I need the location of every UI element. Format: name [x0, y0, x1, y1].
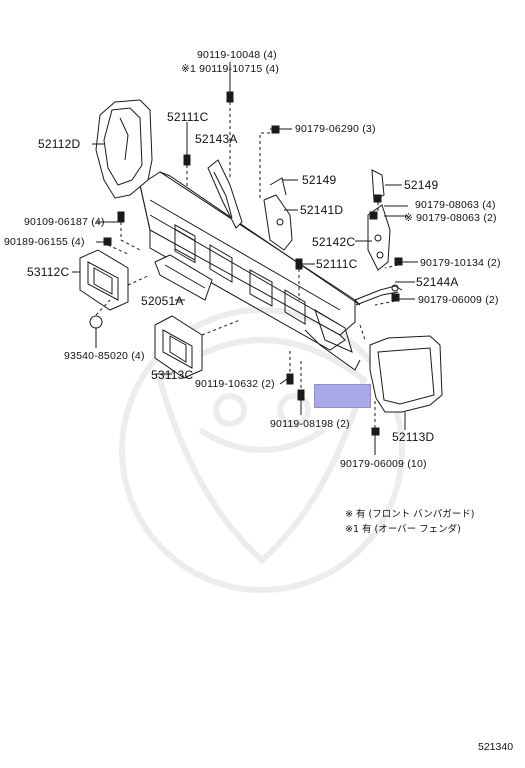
clip-93540: [89, 315, 103, 329]
label-52111C-mid[interactable]: 52111C: [316, 257, 358, 271]
part-52143A: [207, 159, 243, 229]
label-90179-08063-4[interactable]: 90179-08063 (4): [415, 199, 496, 211]
part-52144A: [354, 284, 403, 306]
label-53112C[interactable]: 53112C: [27, 265, 70, 279]
label-52143A[interactable]: 52143A: [195, 132, 238, 146]
footnote-1: ※ 有 (フロント バンパガード): [345, 509, 475, 520]
label-52111C-top[interactable]: 52111C: [167, 110, 209, 124]
highlight-box: [314, 384, 371, 408]
label-90179-06290[interactable]: 90179-06290 (3): [295, 123, 376, 135]
label-90109-06187[interactable]: 90109-06187 (4): [24, 216, 105, 228]
footnote-2: ※1 有 (オーバー フェンダ): [345, 524, 461, 535]
label-90179-06009-10[interactable]: 90179-06009 (10): [340, 458, 427, 470]
label-52051A[interactable]: 52051A: [141, 294, 184, 308]
label-53113C[interactable]: 53113C: [151, 368, 194, 382]
label-90179-10134[interactable]: 90179-10134 (2): [420, 257, 501, 269]
label-90189-06155[interactable]: 90189-06155 (4): [4, 236, 85, 248]
label-52113D[interactable]: 52113D: [392, 430, 435, 444]
part-52051A: [154, 254, 213, 301]
label-90119-10048[interactable]: 90119-10048 (4): [197, 49, 277, 61]
label-90119-10632[interactable]: 90119-10632 (2): [195, 378, 275, 390]
page-code: 521340: [478, 741, 514, 753]
label-90119-10715[interactable]: ※1 90119-10715 (4): [181, 63, 280, 75]
watermark-emblem: [119, 307, 405, 593]
label-52142C[interactable]: 52142C: [312, 235, 356, 249]
part-52141D: [263, 177, 293, 251]
label-90179-06009-2[interactable]: 90179-06009 (2): [418, 294, 499, 306]
label-52149-right[interactable]: 52149: [404, 178, 439, 192]
label-52144A[interactable]: 52144A: [416, 275, 459, 289]
part-52112D: [95, 99, 153, 199]
label-93540-85020[interactable]: 93540-85020 (4): [64, 350, 145, 362]
bumper-reinforcement: [139, 171, 361, 371]
part-53113C: [154, 315, 203, 379]
part-53112C: [79, 249, 129, 311]
label-52141D[interactable]: 52141D: [300, 203, 344, 217]
label-52112D[interactable]: 52112D: [38, 137, 81, 151]
label-leaders: [72, 62, 418, 455]
label-52149-mid[interactable]: 52149: [302, 173, 337, 187]
label-90179-08063-2[interactable]: ※ 90179-08063 (2): [404, 212, 497, 224]
part-52142C: [367, 169, 391, 271]
dashed-leaders: [95, 102, 399, 428]
label-90119-08198[interactable]: 90119-08198 (2): [270, 418, 350, 430]
part-52113D: [369, 335, 443, 413]
